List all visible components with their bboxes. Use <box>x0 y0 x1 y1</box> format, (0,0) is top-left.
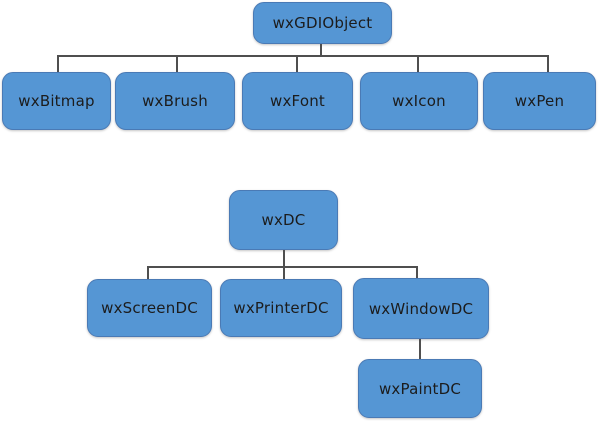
connector-drop-wxscreendc <box>147 266 149 280</box>
node-wxwindowdc: wxWindowDC <box>353 278 489 339</box>
connector-gdiobject-bar <box>57 55 549 57</box>
connector-drop-wxfont <box>296 55 298 72</box>
node-wxprinterdc: wxPrinterDC <box>220 279 342 337</box>
connector-drop-wxpen <box>547 55 549 72</box>
connector-gdiobject-stem <box>320 44 322 56</box>
node-wxgdiobject: wxGDIObject <box>253 2 392 44</box>
connector-windowdc-paintdc <box>419 339 421 359</box>
node-wxbitmap: wxBitmap <box>2 72 111 130</box>
connector-dc-stem <box>283 250 285 268</box>
connector-drop-wxbrush <box>176 55 178 72</box>
node-wxpen: wxPen <box>483 72 596 130</box>
node-wxfont: wxFont <box>242 72 353 130</box>
connector-drop-wxicon <box>417 55 419 72</box>
node-wxicon: wxIcon <box>360 72 478 130</box>
node-wxpaintdc: wxPaintDC <box>358 359 482 418</box>
node-wxbrush: wxBrush <box>115 72 235 130</box>
connector-drop-wxwindowdc <box>416 266 418 279</box>
connector-dc-bar <box>147 266 418 268</box>
node-wxscreendc: wxScreenDC <box>87 279 212 337</box>
connector-drop-wxprinterdc <box>283 266 285 280</box>
connector-drop-wxbitmap <box>57 55 59 72</box>
node-wxdc: wxDC <box>229 190 338 250</box>
